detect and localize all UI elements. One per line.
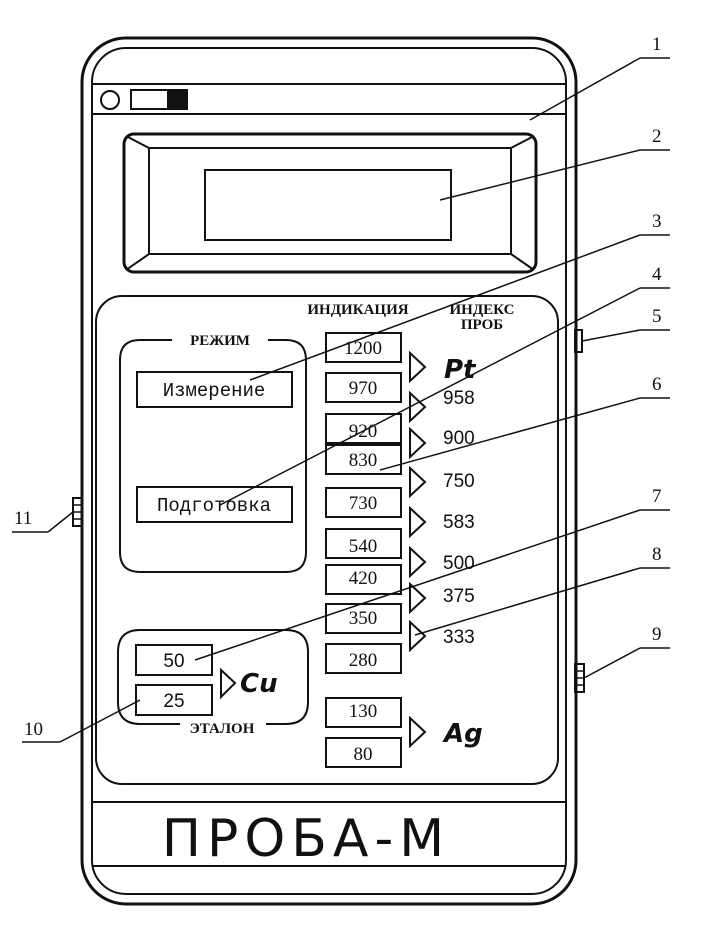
indication-box-730[interactable] <box>325 487 402 518</box>
prepare-button[interactable] <box>136 486 293 523</box>
etalon-group-title: ЭТАЛОН <box>190 721 255 737</box>
indication-box-350[interactable] <box>325 603 402 634</box>
arrow-ag-icon <box>409 715 427 749</box>
leader-10 <box>59 699 141 743</box>
callout-2: 2 <box>652 126 662 147</box>
silver-symbol: Ag <box>442 719 483 749</box>
leader-8 <box>414 567 641 636</box>
indication-box-830[interactable] <box>325 444 402 475</box>
callout-11: 11 <box>14 508 32 529</box>
mode-group-title: РЕЖИМ <box>190 333 250 349</box>
indication-value-730: 730 <box>349 493 378 514</box>
mode-group-frame <box>119 339 307 573</box>
arrow-958-icon <box>409 390 427 424</box>
callout-1: 1 <box>652 34 662 55</box>
etalon-group-frame <box>117 629 309 725</box>
leader-7 <box>194 509 641 661</box>
index-value-750: 750 <box>443 471 475 492</box>
indication-box-420[interactable] <box>325 564 402 595</box>
index-value-333: 333 <box>443 627 475 648</box>
bezel-corner-tr <box>510 135 535 149</box>
etalon-value-25: 25 <box>163 691 184 712</box>
index-column: Pt 958 900 750 583 500 375 333 Ag <box>442 355 483 749</box>
callout-3: 3 <box>652 211 662 232</box>
bezel-corner-br <box>510 253 535 271</box>
etalon-box-25[interactable] <box>135 684 213 716</box>
etalon-arrow-icon <box>220 667 237 700</box>
indication-value-830: 830 <box>349 450 378 471</box>
index-value-958: 958 <box>443 388 475 409</box>
leader-2 <box>439 149 641 201</box>
leader-6 <box>379 397 641 471</box>
indication-box-1200[interactable] <box>325 332 402 363</box>
indication-value-420: 420 <box>349 568 378 589</box>
leader-4 <box>219 287 641 506</box>
indication-box-80[interactable] <box>325 737 402 768</box>
callout-8: 8 <box>652 544 662 565</box>
indication-value-970: 970 <box>349 378 378 399</box>
indication-box-280[interactable] <box>325 643 402 674</box>
copper-symbol: Cu <box>240 669 278 699</box>
callout-7: 7 <box>652 486 662 507</box>
indication-box-920[interactable] <box>325 413 402 444</box>
leader-9 <box>583 647 641 679</box>
arrow-333-icon <box>409 619 427 653</box>
power-switch[interactable] <box>130 89 188 110</box>
callout-4: 4 <box>652 264 662 285</box>
brand-label: ПРОБА-М <box>162 809 450 869</box>
device-body <box>80 36 578 906</box>
leader-11 <box>47 511 74 533</box>
display-screen <box>204 169 452 241</box>
device-body-inner <box>91 47 567 895</box>
callout-numbers: 1 2 3 4 5 6 7 8 9 10 11 <box>14 34 662 740</box>
index-header-line-1: ИНДЕКС <box>450 302 515 318</box>
callout-5: 5 <box>652 306 662 327</box>
arrow-900-icon <box>409 426 427 460</box>
indication-value-80: 80 <box>354 744 373 765</box>
indication-value-130: 130 <box>349 701 378 722</box>
etalon-value-50: 50 <box>163 651 184 672</box>
index-value-583: 583 <box>443 512 475 533</box>
leader-lines <box>12 57 670 743</box>
indication-value-540: 540 <box>349 536 378 557</box>
indication-box-970[interactable] <box>325 372 402 403</box>
callout-6: 6 <box>652 374 662 395</box>
prepare-button-label: Подготовка <box>157 495 271 517</box>
power-switch-knob <box>167 91 186 108</box>
callout-9: 9 <box>652 624 662 645</box>
measure-button-label: Измерение <box>163 380 266 402</box>
index-value-900: 900 <box>443 428 475 449</box>
etalon-box-50[interactable] <box>135 644 213 676</box>
power-indicator-icon <box>100 90 120 110</box>
index-header-line-2: ПРОБ <box>461 317 503 333</box>
leader-5 <box>581 329 641 342</box>
measure-button[interactable] <box>136 371 293 408</box>
arrow-583-icon <box>409 505 427 539</box>
indication-column: 1200 970 920 830 730 540 420 350 280 130… <box>325 332 402 768</box>
arrow-500-icon <box>409 545 427 579</box>
display-bezel <box>122 132 538 274</box>
indication-value-350: 350 <box>349 608 378 629</box>
indication-value-1200: 1200 <box>344 338 382 359</box>
indication-value-280: 280 <box>349 650 378 671</box>
indication-header: ИНДИКАЦИЯ <box>307 302 408 318</box>
arrow-750-icon <box>409 465 427 499</box>
leader-1 <box>529 57 641 121</box>
display-bezel-inner <box>148 147 512 255</box>
arrow-column <box>409 350 427 749</box>
indication-box-130[interactable] <box>325 697 402 728</box>
indication-box-540[interactable] <box>325 528 402 559</box>
arrow-375-icon <box>409 581 427 615</box>
arrow-pt-icon <box>409 350 427 384</box>
control-panel <box>95 295 559 785</box>
bezel-corner-bl <box>125 253 150 271</box>
callout-10: 10 <box>24 719 43 740</box>
index-value-375: 375 <box>443 586 475 607</box>
bezel-corner-tl <box>125 135 150 149</box>
leader-3 <box>249 234 641 381</box>
